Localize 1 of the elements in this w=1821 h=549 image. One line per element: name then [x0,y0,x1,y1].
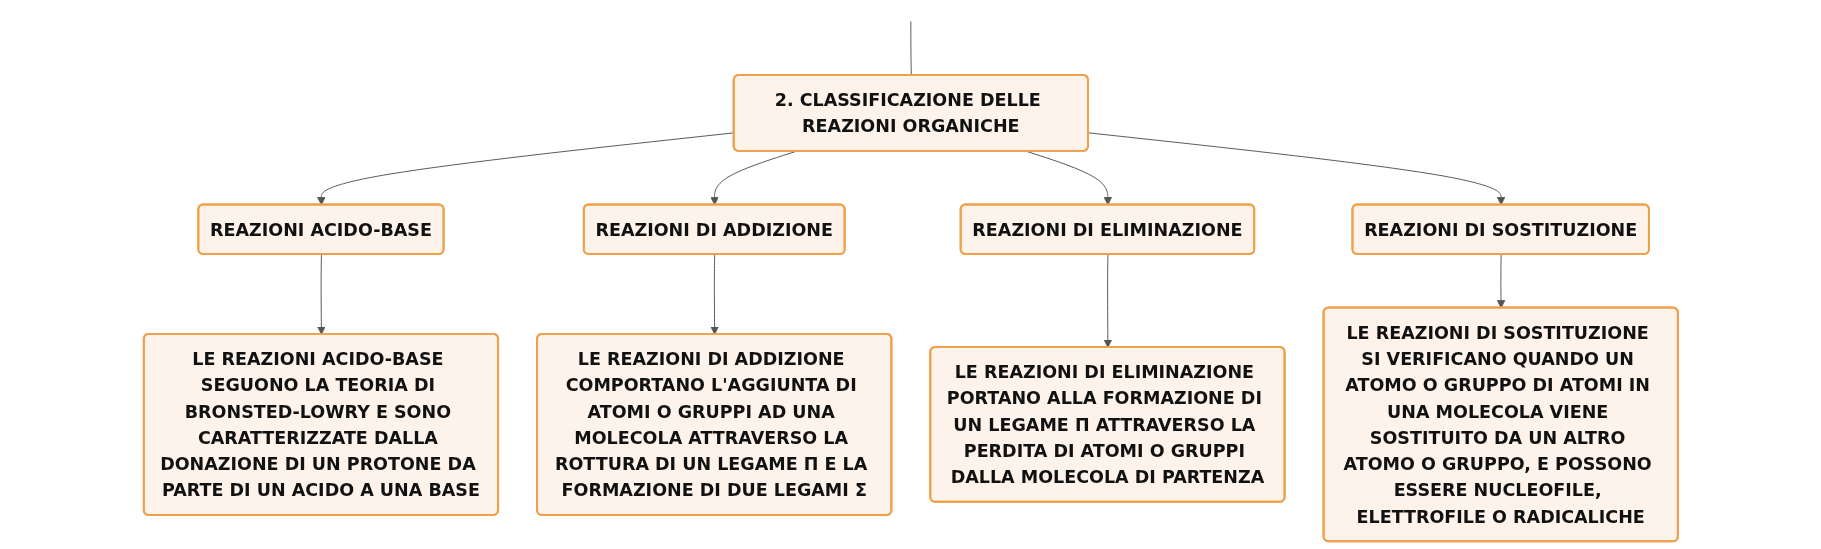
connector [910,20,912,76]
